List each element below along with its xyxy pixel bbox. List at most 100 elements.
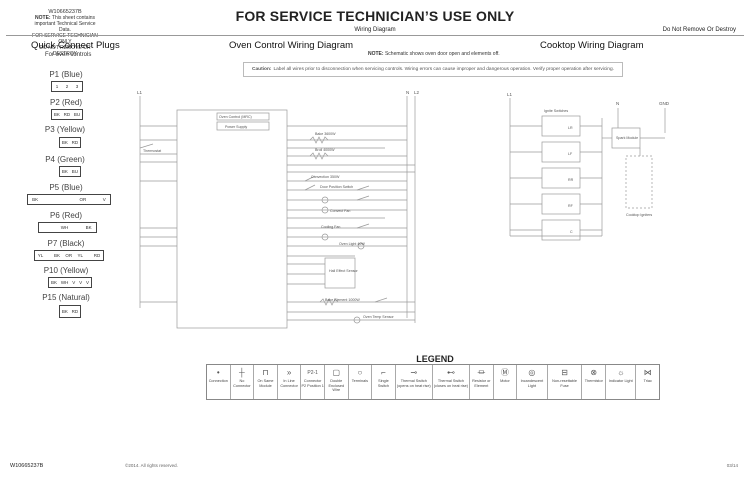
double-enclosed-icon: ▢ bbox=[332, 368, 341, 377]
oven-control-label: Oven Control (MRC) bbox=[219, 115, 252, 119]
incandescent-light-icon: ◎ bbox=[528, 368, 536, 377]
footer-page: 03/14 bbox=[726, 463, 738, 468]
oven-l1-label: L1 bbox=[137, 90, 143, 95]
bake-element-label: Bake Element 1000W bbox=[325, 298, 360, 302]
cooling-fan-label: Cooling Fan bbox=[321, 225, 340, 229]
cooktop-schematic: L1 N GND Ignite Switches Spark Module Co… bbox=[507, 92, 670, 241]
legend-item: •Connection bbox=[207, 365, 231, 399]
plug-p10-label: P10 (Yellow) bbox=[43, 266, 89, 275]
in-line-connector-icon: » bbox=[286, 368, 292, 377]
broil-label: Broil 4000W bbox=[315, 148, 335, 152]
legend-item: ◎Incandescent Light bbox=[517, 365, 548, 399]
resistor-icon: ⏛ bbox=[477, 368, 486, 377]
thermostat-label: Thermostat bbox=[143, 149, 161, 153]
note-label: NOTE: bbox=[35, 15, 51, 21]
oven-light-label: Oven Light 40W bbox=[339, 242, 365, 246]
legend-item: ⊟Non-resettable Fuse bbox=[548, 365, 583, 399]
oven-temp-label: Oven Temp Sensor bbox=[363, 315, 394, 319]
cooktop-l1-label: L1 bbox=[507, 92, 513, 97]
terminals-icon: ○ bbox=[357, 368, 363, 377]
page-title: FOR SERVICE TECHNICIAN’S USE ONLY bbox=[235, 8, 515, 24]
switch-lr-label: LR bbox=[568, 126, 573, 130]
footer-copyright: ©2014. All rights reserved. bbox=[125, 463, 178, 468]
convect-fan-label: Convect Fan bbox=[330, 209, 350, 213]
ignite-switches-label: Ignite Switches bbox=[544, 109, 568, 113]
door-switch-label: Door Position Switch bbox=[320, 185, 353, 189]
legend-item: ▢Double Enclosed Wire bbox=[325, 365, 349, 399]
header-part-number: W10665237B bbox=[48, 9, 82, 15]
on-same-module-icon: ⊓ bbox=[262, 368, 269, 377]
connection-icon: • bbox=[216, 368, 220, 377]
legend-item: ☼Indicator Light bbox=[606, 365, 637, 399]
fuse-icon: ⊟ bbox=[561, 368, 568, 377]
switch-c-label: C bbox=[570, 230, 573, 234]
plug-p4-label: P4 (Green) bbox=[45, 155, 85, 164]
header-note-line2: FOR SERVICE TECHNICIAN ONLY bbox=[32, 33, 98, 45]
do-not-remove: Do Not Remove Or Destroy bbox=[662, 27, 736, 33]
switch-lf-label: LF bbox=[568, 152, 573, 156]
switch-rf-label: RF bbox=[568, 204, 574, 208]
convection-label: Convection 350W bbox=[311, 175, 340, 179]
legend-item: ⊷Thermal Switch (closes on heat rise) bbox=[433, 365, 471, 399]
plug-p6-label: P6 (Red) bbox=[49, 211, 82, 220]
caution-box: Caution: Label all wires prior to discon… bbox=[243, 62, 623, 77]
cooktop-diagram-title: Cooktop Wiring Diagram bbox=[540, 40, 644, 51]
legend-item: ⊸Thermal Switch (opens on heat rise) bbox=[396, 365, 433, 399]
legend-item: ⋈Triac bbox=[643, 368, 652, 383]
cooktop-gnd-label: GND bbox=[659, 101, 670, 106]
triac-icon: ⋈ bbox=[643, 368, 652, 377]
header-note: W10665237B NOTE: This sheet contains imp… bbox=[30, 9, 100, 57]
caution-text: Label all wires prior to disconnection w… bbox=[273, 67, 614, 72]
quick-connect-title: Quick Connect Plugs bbox=[31, 40, 120, 51]
legend-item: »In Line Connector bbox=[278, 365, 302, 399]
header-rule bbox=[6, 35, 744, 36]
oven-n-label: N bbox=[406, 90, 409, 95]
oven-schematic: L1 N L2 Oven Control (MRC) Power Supply … bbox=[137, 90, 420, 329]
legend-item: ⌐Single Switch bbox=[372, 365, 396, 399]
connector-position-icon: P2-1 bbox=[307, 370, 318, 376]
page-subtitle: Wiring Diagram bbox=[354, 27, 396, 33]
thermal-switch-open-icon: ⊸ bbox=[410, 368, 418, 377]
plug-p15-label: P15 (Natural) bbox=[42, 293, 90, 302]
plug-p5-label: P5 (Blue) bbox=[49, 183, 83, 192]
oven-l2-label: L2 bbox=[414, 90, 420, 95]
oven-diagram-title: Oven Control Wiring Diagram bbox=[229, 40, 354, 51]
legend-table: •Connection ┼No Connector ⊓On Same Modul… bbox=[206, 364, 660, 400]
header-note-line3: DO NOT REMOVE OR DESTROY bbox=[39, 45, 91, 57]
legend-title: LEGEND bbox=[416, 354, 454, 364]
quick-connect-subtitle: For oven controls bbox=[45, 52, 92, 58]
power-supply-label: Power Supply bbox=[225, 125, 247, 129]
no-connector-icon: ┼ bbox=[239, 368, 245, 377]
plug-p2-label: P2 (Red) bbox=[49, 98, 82, 107]
header-note-text: This sheet contains important Technical … bbox=[34, 15, 96, 33]
legend-item: ⊗Thermistor bbox=[582, 365, 607, 399]
switch-rr-label: RR bbox=[568, 178, 574, 182]
plug-p3-label: P3 (Yellow) bbox=[44, 125, 86, 134]
cooktop-n-label: N bbox=[616, 101, 619, 106]
single-switch-icon: ⌐ bbox=[381, 368, 386, 377]
legend-item: ┼No Connector bbox=[231, 365, 255, 399]
legend-item: ○Terminals bbox=[349, 365, 373, 399]
legend-item: ⏛Resistor or Element bbox=[470, 365, 494, 399]
legend-item: ⊓On Same Module bbox=[254, 365, 278, 399]
oven-diagram-note: NOTE: Schematic shows oven door open and… bbox=[368, 51, 500, 57]
thermal-switch-close-icon: ⊷ bbox=[446, 368, 455, 377]
indicator-light-icon: ☼ bbox=[617, 368, 625, 377]
spark-module-label: Spark Module bbox=[616, 136, 638, 140]
bake-label: Bake 3600W bbox=[315, 132, 336, 136]
cooktop-igniters-label: Cooktop Igniters bbox=[626, 213, 652, 217]
caution-label: Caution: bbox=[252, 67, 272, 72]
plug-p1-label: P1 (Blue) bbox=[49, 70, 83, 79]
hall-sensor-label: Hall Effect Sensor bbox=[329, 269, 359, 273]
